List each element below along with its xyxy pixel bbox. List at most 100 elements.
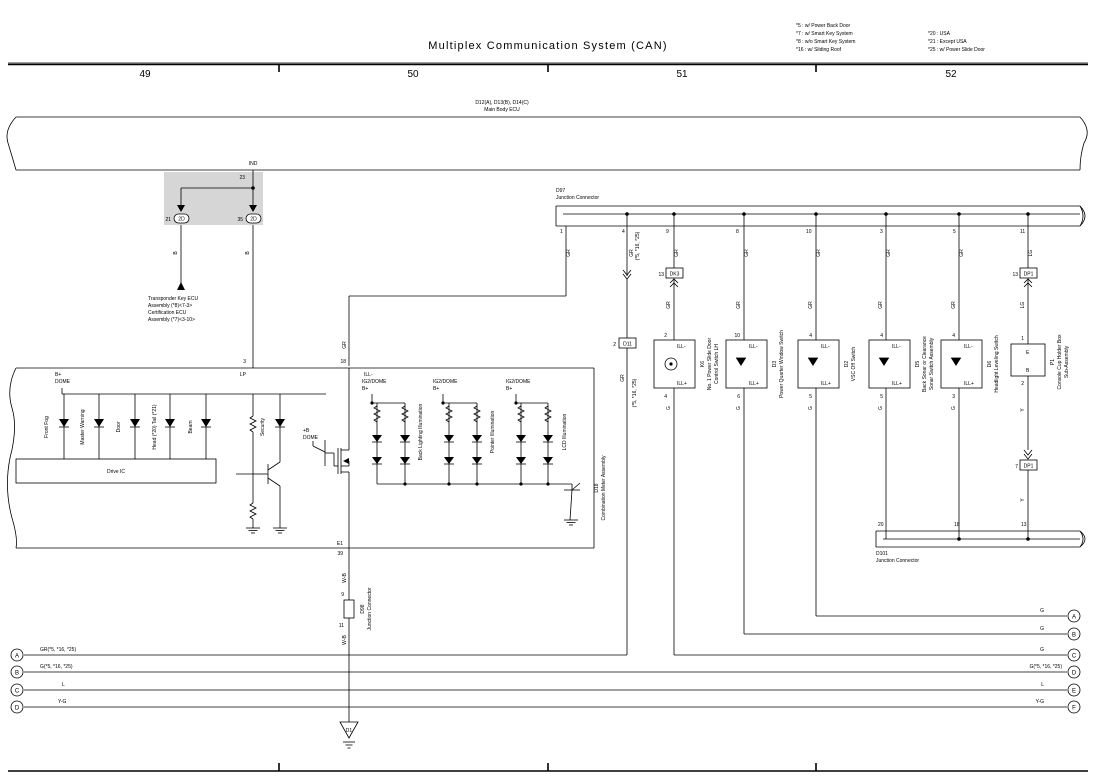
svg-text:5: 5: [880, 394, 883, 400]
svg-text:9: 9: [666, 229, 669, 235]
svg-text:DP1: DP1: [1024, 272, 1034, 278]
switch-wiring: [743, 214, 1038, 634]
column-number: 50: [407, 69, 419, 80]
d2-switch: [797, 339, 840, 389]
switch-wire-colors-bottom: G G G G G Y: [666, 406, 1026, 412]
svg-text:ILL-: ILL-: [677, 344, 686, 350]
svg-text:GR: GR: [816, 249, 822, 257]
warning-lamp-array: [59, 388, 326, 459]
column-ticks: [278, 64, 817, 72]
option-notes-right: *20 : USA *21 : Except USA *25 : w/ Powe…: [928, 31, 985, 53]
d5-switch: [868, 339, 911, 389]
drive-ic: Drive IC: [15, 458, 217, 484]
svg-text:G(*5, *16, *25): G(*5, *16, *25): [40, 664, 73, 670]
svg-text:2: 2: [664, 333, 667, 339]
svg-text:GR: GR: [878, 301, 884, 309]
svg-text:Assembly (*8)<7-3>: Assembly (*8)<7-3>: [148, 303, 192, 309]
ig2-dome-labels: IG2/DOME B+ IG2/DOME B+ IG2/DOME B+: [362, 379, 531, 392]
option-note: *5 : w/ Power Back Door: [796, 23, 851, 29]
svg-text:VSC Off Switch: VSC Off Switch: [851, 347, 857, 382]
security-circuit: [236, 394, 287, 534]
svg-text:Sub-Assembly: Sub-Assembly: [1064, 345, 1070, 378]
pin-number: 11: [339, 623, 344, 629]
svg-text:Back Sonar or Clearance: Back Sonar or Clearance: [922, 336, 928, 392]
diagram-title: Multiplex Communication System (CAN): [428, 40, 667, 52]
svg-text:GR: GR: [629, 249, 635, 257]
svg-text:Front Fog: Front Fog: [44, 416, 50, 438]
wire-color: W-B: [342, 635, 348, 645]
svg-text:Sonar Switch Assembly: Sonar Switch Assembly: [929, 337, 935, 390]
switch-labels: K6 No. 1 Power Slide Door Control Switch…: [700, 330, 1070, 398]
main-body-ecu: [6, 116, 1088, 171]
svg-text:E: E: [1072, 689, 1076, 695]
svg-text:IG2/DOME: IG2/DOME: [433, 379, 458, 385]
option-note: *8 : w/o Smart Key System: [796, 39, 855, 45]
svg-text:D: D: [15, 706, 20, 712]
dp1-connector-top: DP1: [1019, 214, 1038, 344]
pin-number: 18: [340, 359, 346, 365]
svg-text:C: C: [15, 689, 20, 695]
pin-number: 21: [165, 217, 171, 223]
illumination-lamp-array: [370, 394, 581, 526]
dome-label: DOME: [303, 435, 319, 441]
svg-text:4: 4: [952, 333, 955, 339]
plusb-label: +B: [303, 428, 310, 434]
svg-text:Y-G: Y-G: [58, 699, 67, 705]
svg-text:1: 1: [560, 229, 563, 235]
svg-text:Back Lighting Illumination: Back Lighting Illumination: [418, 403, 424, 460]
svg-text:DK3: DK3: [670, 272, 680, 278]
svg-text:G: G: [1040, 647, 1044, 653]
ecu-label: Main Body ECU: [484, 107, 520, 113]
column-number: 51: [676, 69, 688, 80]
illumination-labels: Back Lighting Illumination Pointer Illum…: [418, 403, 568, 460]
svg-text:GR(*5, *16, *25): GR(*5, *16, *25): [40, 647, 76, 653]
wire-color: B: [245, 251, 251, 255]
d101-pin-numbers: 20 18 13: [878, 522, 1027, 528]
svg-text:D2: D2: [844, 361, 850, 368]
combination-meter: [7, 367, 595, 549]
svg-text:5: 5: [953, 229, 956, 235]
svg-text:Head (*20) Tail (*21): Head (*20) Tail (*21): [152, 404, 158, 450]
junction-label: Junction Connector: [556, 195, 599, 201]
d97-wire-colors: GR GR GR GR GR GR GR LG: [566, 249, 1034, 257]
connector-code: D11: [623, 342, 632, 348]
svg-text:Y: Y: [1020, 408, 1026, 412]
pin-number: 35: [237, 217, 243, 223]
svg-text:GR: GR: [674, 249, 680, 257]
svg-text:IG2/DOME: IG2/DOME: [362, 379, 387, 385]
svg-text:IG2/DOME: IG2/DOME: [506, 379, 531, 385]
svg-text:8: 8: [736, 229, 739, 235]
svg-text:D6: D6: [987, 361, 993, 368]
svg-text:Transponder Key ECU: Transponder Key ECU: [148, 296, 199, 302]
svg-text:GR: GR: [951, 301, 957, 309]
svg-text:18: 18: [954, 522, 960, 528]
svg-text:Security: Security: [260, 417, 266, 436]
svg-text:P1: P1: [1050, 359, 1056, 365]
wire-color: B: [173, 251, 179, 255]
svg-text:LG: LG: [1028, 250, 1034, 257]
wire-color: GR: [342, 341, 348, 349]
svg-text:ILL-: ILL-: [964, 344, 973, 350]
dome-label: DOME: [55, 379, 71, 385]
meter-label: D18: [594, 483, 600, 492]
svg-text:Headlight Leveling Switch: Headlight Leveling Switch: [994, 335, 1000, 392]
pin-number: 23: [239, 175, 245, 181]
svg-text:B: B: [15, 671, 19, 677]
svg-text:20: 20: [878, 522, 884, 528]
option-notes-left: *5 : w/ Power Back Door *7 : w/ Smart Ke…: [796, 23, 855, 53]
svg-text:5: 5: [809, 394, 812, 400]
svg-text:11: 11: [1020, 229, 1025, 235]
d101-junction-connector: [875, 530, 1086, 548]
svg-text:2D: 2D: [250, 217, 257, 223]
pin-number: 2: [613, 342, 616, 348]
svg-text:Drive IC: Drive IC: [107, 469, 125, 475]
svg-text:Door: Door: [116, 421, 122, 432]
bus-labels-right: G G G G(*5, *16, *25) L Y-G: [1029, 608, 1062, 705]
svg-text:B: B: [1072, 633, 1076, 639]
d3-switch: [725, 339, 768, 389]
pin-label: ILL-: [364, 372, 373, 378]
svg-text:10: 10: [734, 333, 740, 339]
svg-text:4: 4: [622, 229, 625, 235]
svg-text:No. 1 Power Slide Door: No. 1 Power Slide Door: [707, 338, 713, 391]
wire-color: GR: [666, 301, 672, 309]
